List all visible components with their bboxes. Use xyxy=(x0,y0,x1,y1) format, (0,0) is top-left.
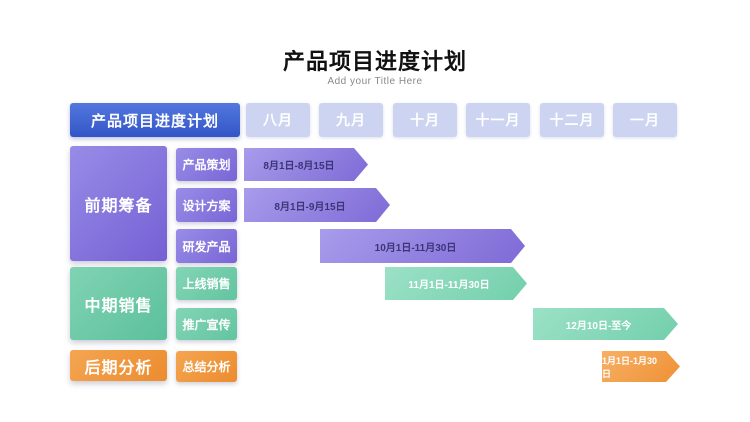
slide-subtitle: Add your Title Here xyxy=(327,76,423,87)
month-header-nov: 十一月 xyxy=(466,103,530,137)
gantt-bar-product-planning: 8月1日-8月15日 xyxy=(244,148,368,181)
phase-mid-sales: 中期销售 xyxy=(70,267,167,340)
gantt-bar-launch-sales: 11月1日-11月30日 xyxy=(385,267,527,300)
gantt-bar-design-plan: 8月1日-9月15日 xyxy=(244,188,390,222)
phase-early-preparation: 前期筹备 xyxy=(70,146,167,261)
gantt-bar-rd-product: 10月1日-11月30日 xyxy=(320,229,525,263)
month-header-aug: 八月 xyxy=(246,103,310,137)
task-label-summary-analysis: 总结分析 xyxy=(176,351,237,382)
month-header-dec: 十二月 xyxy=(540,103,604,137)
task-label-product-planning: 产品策划 xyxy=(176,148,237,181)
gantt-bar-promotion: 12月10日-至今 xyxy=(533,308,678,340)
gantt-header-title: 产品项目进度计划 xyxy=(70,103,240,137)
month-header-sep: 九月 xyxy=(319,103,383,137)
month-header-oct: 十月 xyxy=(393,103,457,137)
task-label-promotion: 推广宣传 xyxy=(176,308,237,340)
month-header-jan: 一月 xyxy=(613,103,677,137)
gantt-bar-summary-analysis: 1月1日-1月30日 xyxy=(602,351,680,382)
phase-late-analysis: 后期分析 xyxy=(70,350,167,381)
slide-title: 产品项目进度计划 xyxy=(282,49,467,74)
task-label-design-plan: 设计方案 xyxy=(176,188,237,222)
task-label-rd-product: 研发产品 xyxy=(176,229,237,263)
task-label-launch-sales: 上线销售 xyxy=(176,267,237,300)
